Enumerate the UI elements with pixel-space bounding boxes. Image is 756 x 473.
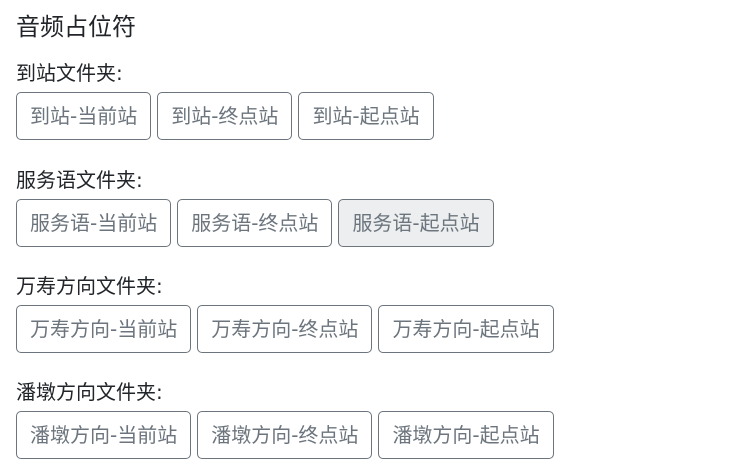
button-row: 服务语-当前站 服务语-终点站 服务语-起点站 <box>16 199 494 247</box>
group-arrival-folder: 到站文件夹: 到站-当前站 到站-终点站 到站-起点站 <box>16 60 434 140</box>
arrival-origin-station-button[interactable]: 到站-起点站 <box>298 92 434 140</box>
wanshou-current-station-button[interactable]: 万寿方向-当前站 <box>16 305 192 353</box>
pandun-terminal-station-button[interactable]: 潘墩方向-终点站 <box>197 411 373 459</box>
group-pandun-direction-folder: 潘墩方向文件夹: 潘墩方向-当前站 潘墩方向-终点站 潘墩方向-起点站 <box>16 379 554 459</box>
pandun-current-station-button[interactable]: 潘墩方向-当前站 <box>16 411 192 459</box>
button-row: 万寿方向-当前站 万寿方向-终点站 万寿方向-起点站 <box>16 305 554 353</box>
group-label: 潘墩方向文件夹: <box>16 380 163 404</box>
button-row: 潘墩方向-当前站 潘墩方向-终点站 潘墩方向-起点站 <box>16 411 554 459</box>
pandun-origin-station-button[interactable]: 潘墩方向-起点站 <box>378 411 554 459</box>
group-label: 万寿方向文件夹: <box>16 274 163 298</box>
group-label: 到站文件夹: <box>16 61 123 85</box>
arrival-terminal-station-button[interactable]: 到站-终点站 <box>157 92 293 140</box>
service-origin-station-button[interactable]: 服务语-起点站 <box>338 199 494 247</box>
group-service-folder: 服务语文件夹: 服务语-当前站 服务语-终点站 服务语-起点站 <box>16 167 494 247</box>
group-wanshou-direction-folder: 万寿方向文件夹: 万寿方向-当前站 万寿方向-终点站 万寿方向-起点站 <box>16 273 554 353</box>
button-row: 到站-当前站 到站-终点站 到站-起点站 <box>16 92 434 140</box>
page-title: 音频占位符 <box>16 13 136 41</box>
wanshou-terminal-station-button[interactable]: 万寿方向-终点站 <box>197 305 373 353</box>
group-label: 服务语文件夹: <box>16 168 143 192</box>
arrival-current-station-button[interactable]: 到站-当前站 <box>16 92 152 140</box>
service-current-station-button[interactable]: 服务语-当前站 <box>16 199 172 247</box>
wanshou-origin-station-button[interactable]: 万寿方向-起点站 <box>378 305 554 353</box>
service-terminal-station-button[interactable]: 服务语-终点站 <box>177 199 333 247</box>
